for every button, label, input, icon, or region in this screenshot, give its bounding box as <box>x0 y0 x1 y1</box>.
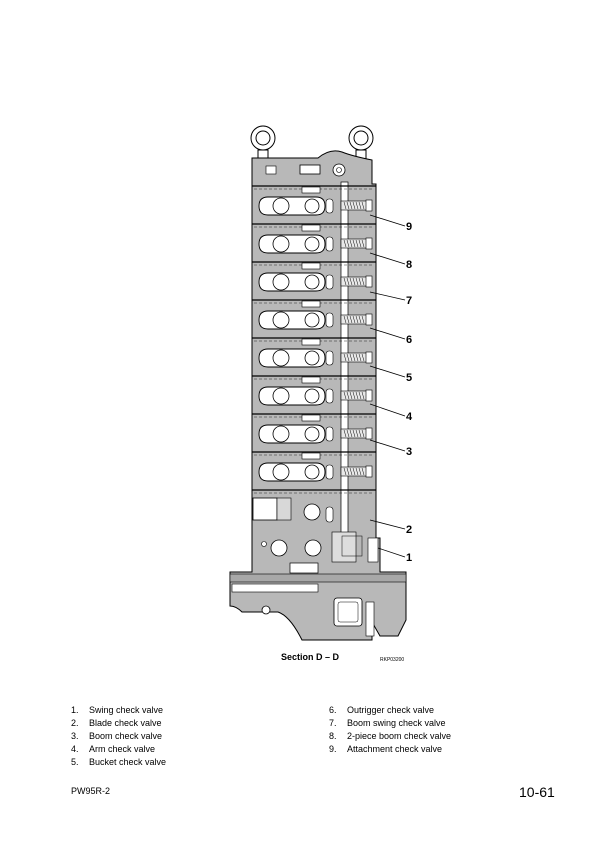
callout-8: 8 <box>406 259 412 271</box>
figure-code: RKP03200 <box>380 657 405 663</box>
legend-item: 2.Blade check valve <box>71 718 162 728</box>
legend-item: 4.Arm check valve <box>71 744 156 754</box>
legend-item: 9.Attachment check valve <box>329 744 443 754</box>
legend-item: 1.Swing check valve <box>71 705 164 715</box>
legend-item: 8.2-piece boom check valve <box>329 731 452 741</box>
valve-sections <box>252 185 376 494</box>
legend-item: 6.Outrigger check valve <box>329 705 435 715</box>
legend-item: 7.Boom swing check valve <box>329 718 446 728</box>
callout-4: 4 <box>406 411 413 423</box>
callout-3: 3 <box>406 446 412 458</box>
callout-2: 2 <box>406 524 412 536</box>
legend-left-column: 1.Swing check valve 2.Blade check valve … <box>71 704 166 769</box>
figure-caption: Section D – D <box>281 652 340 662</box>
page-number: 10-61 <box>519 784 555 800</box>
callout-leaders <box>369 214 406 558</box>
callout-9: 9 <box>406 221 412 233</box>
left-lifting-eye <box>250 125 276 163</box>
legend-item: 3.Boom check valve <box>71 731 163 741</box>
model-number: PW95R-2 <box>71 786 111 796</box>
callout-labels: 9 8 7 6 5 4 3 2 1 <box>406 221 413 564</box>
callout-1: 1 <box>406 552 412 564</box>
callout-6: 6 <box>406 334 412 346</box>
callout-7: 7 <box>406 295 412 307</box>
legend-right-column: 6.Outrigger check valve 7.Boom swing che… <box>329 704 451 756</box>
callout-5: 5 <box>406 372 412 384</box>
legend-item: 5.Bucket check valve <box>71 757 167 767</box>
